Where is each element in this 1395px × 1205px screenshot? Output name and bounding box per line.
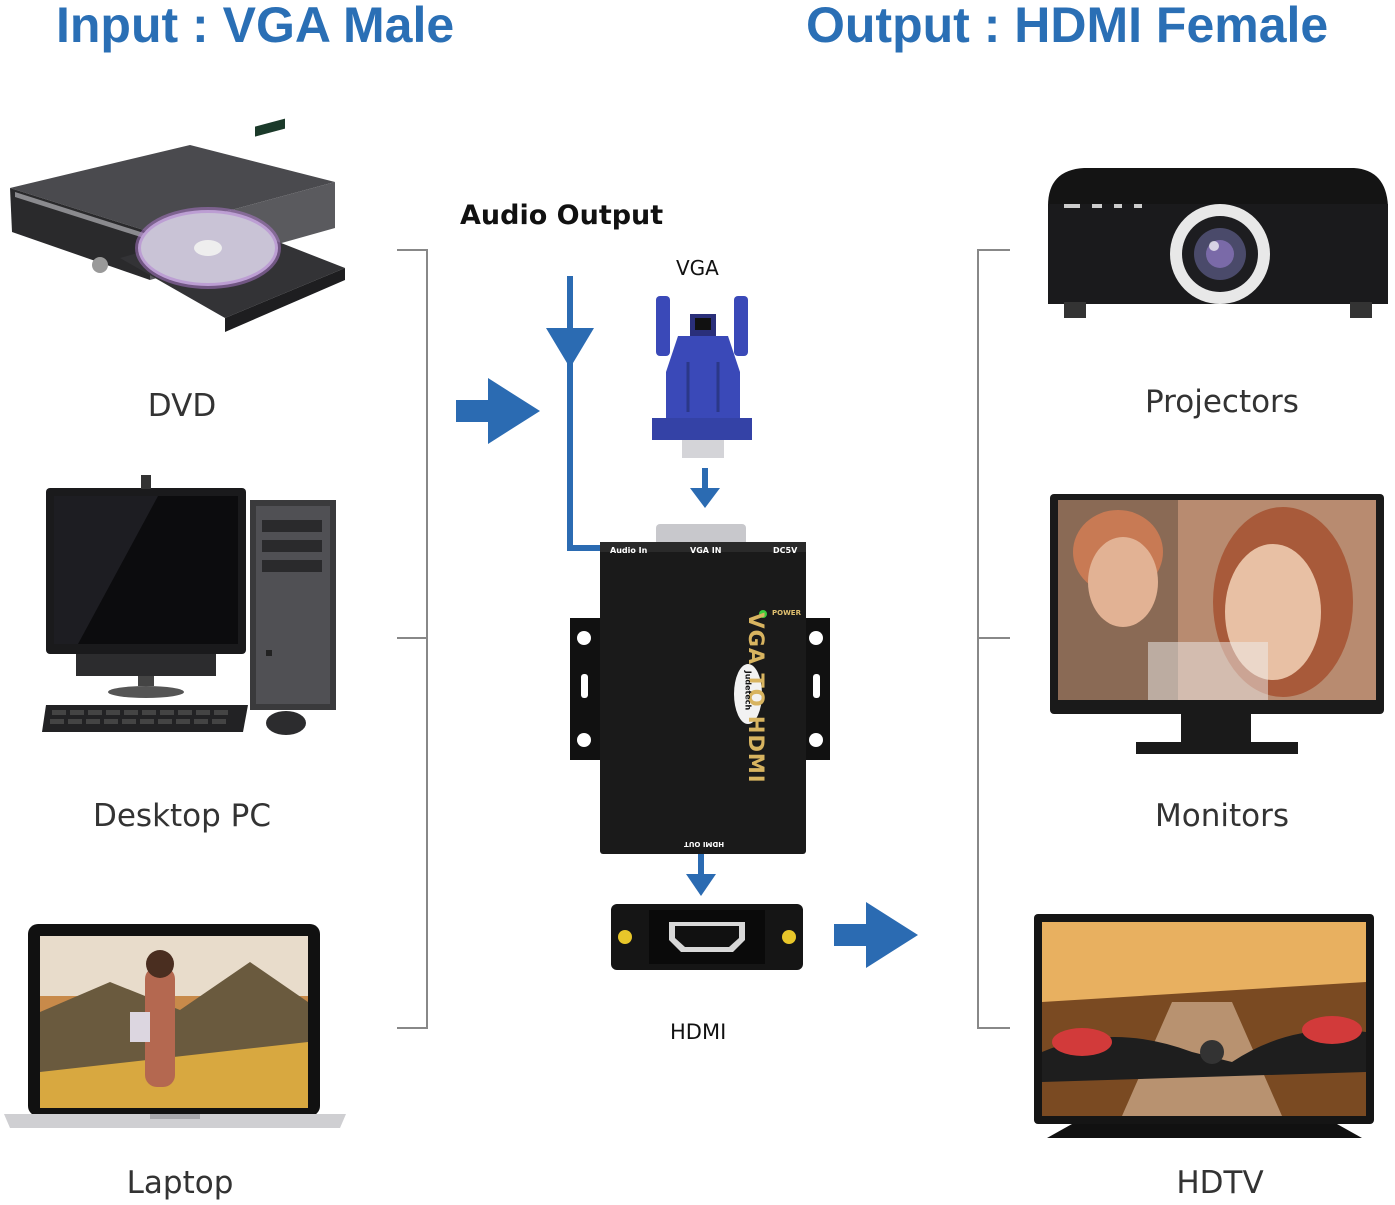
projector-icon [1048,168,1388,318]
hdmi-out-label: HDMI OUT [684,840,725,848]
port-audio-label: Audio In [610,546,648,555]
input-label-laptop: Laptop [126,1165,234,1201]
output-label-projectors: Projectors [1145,384,1299,420]
input-title: Input : VGA Male [56,0,455,53]
dvd-player-icon [10,118,345,332]
input-bracket [397,249,428,1029]
audio-output-label: Audio Output [460,200,664,231]
output-bracket [977,249,1010,1029]
power-label: POWER [772,609,801,617]
device-brand: Judetech [743,670,753,711]
output-title: Output : HDMI Female [806,0,1329,53]
hdmi-port-icon [611,904,803,970]
hdtv-icon [1034,914,1374,1138]
converter-device: Audio In VGA IN DC5V POWER VGA TO HDMI J… [568,522,833,857]
vga-label: VGA [676,256,719,280]
audio-line-icon [546,276,608,551]
laptop-icon [4,924,346,1128]
device-body-icon [570,524,830,854]
hdmi-down-arrow-icon [686,852,716,896]
port-dc-label: DC5V [773,546,798,555]
port-vga-label: VGA IN [690,546,722,555]
input-label-desktop-pc: Desktop PC [92,798,272,834]
output-label-monitors: Monitors [1155,798,1289,834]
input-label-dvd: DVD [147,388,217,424]
input-arrow-icon [456,378,540,444]
output-arrow-icon [834,902,918,968]
desktop-pc-icon [42,475,336,735]
hdmi-label: HDMI [670,1020,727,1044]
monitor-icon [1050,494,1384,754]
vga-down-arrow-icon [690,468,720,508]
vga-connector-icon [652,296,752,458]
output-label-hdtv: HDTV [1176,1165,1264,1201]
